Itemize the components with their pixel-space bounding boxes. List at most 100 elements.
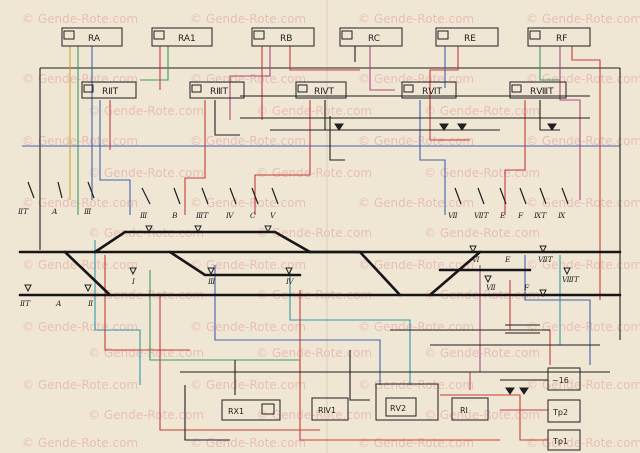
relay-label-ra: RA <box>88 34 101 44</box>
watermark: © Gende-Rote.com <box>256 104 373 118</box>
switch-contact <box>477 187 485 205</box>
wire-r4t <box>254 100 311 215</box>
switch-label: Ⅲ <box>83 207 92 216</box>
relay-row-second <box>81 81 567 99</box>
track-label: Ⅵ <box>472 255 480 264</box>
relay-label-rb: RB <box>280 34 292 44</box>
diode-feed <box>329 116 345 161</box>
switch-label: Ⅶ <box>448 211 458 220</box>
siding-track <box>93 230 312 254</box>
watermark: © Gende-Rote.com <box>88 104 205 118</box>
switch-label: Ⅴ <box>270 211 277 220</box>
switch-label: ⅡT <box>17 207 29 216</box>
track-label: F <box>523 283 530 292</box>
box-label-tp2: Tp2 <box>552 408 568 417</box>
track-layout <box>18 230 622 297</box>
signal-triangle <box>469 245 477 254</box>
watermark: © Gende-Rote.com <box>358 12 475 26</box>
signal-triangle <box>563 267 571 276</box>
relay-inner <box>385 397 417 417</box>
switch-label: E <box>499 211 506 220</box>
track-label: ⅦT <box>538 255 554 264</box>
relay-coil <box>297 84 308 93</box>
watermark: © Gende-Rote.com <box>358 378 475 392</box>
relay-box-rb <box>251 27 315 47</box>
wire-r8t-ink <box>539 100 560 131</box>
relay-label-r2t: RⅡT <box>102 87 119 97</box>
switch-contact <box>201 187 209 205</box>
relay-label-re: RE <box>464 34 476 44</box>
relay-row-top <box>61 27 591 47</box>
watermark: © Gende-Rote.com <box>526 378 640 392</box>
wire-rf-magenta <box>559 46 581 200</box>
relay-box-ri <box>451 397 489 421</box>
watermark: © Gende-Rote.com <box>526 320 640 334</box>
wire-rf-red <box>571 46 601 300</box>
diode <box>439 123 449 131</box>
watermark: © Gende-Rote.com <box>22 378 139 392</box>
relay-box-r8t <box>509 81 567 99</box>
ri-to-tp1 <box>440 394 548 441</box>
relay-coil <box>153 30 165 40</box>
watermark: © Gende-Rote.com <box>190 320 307 334</box>
switch-contact <box>173 187 181 205</box>
relay-coil <box>191 84 202 93</box>
relay-coil <box>341 30 353 40</box>
diode <box>334 123 344 131</box>
switch-label: A <box>51 207 58 216</box>
track-label: Ⅶ <box>486 283 496 292</box>
signal-triangle <box>145 225 153 234</box>
relay-coil <box>437 30 449 40</box>
signal-triangle <box>539 245 547 254</box>
signal-triangle <box>539 289 547 298</box>
wire-red-low-3 <box>299 290 500 441</box>
switch-label: ⅢT <box>195 211 209 220</box>
relay-label-ri: RⅠ <box>460 406 468 415</box>
watermark: © Gende-Rote.com <box>190 196 307 210</box>
relay-label-rx1: RX1 <box>228 407 244 416</box>
wire-magenta-low <box>469 265 481 390</box>
watermark: © Gende-Rote.com <box>526 196 640 210</box>
switch-contact <box>229 187 237 205</box>
relay-coil <box>253 30 265 40</box>
relay-label-r4t: RⅣT <box>314 87 335 97</box>
wire-green-low <box>149 270 301 385</box>
box-tp1 <box>547 429 581 451</box>
wire-red-right <box>509 280 551 365</box>
bottom-left-wire <box>184 385 230 441</box>
box-16 <box>547 367 581 391</box>
watermark: © Gende-Rote.com <box>190 134 307 148</box>
watermark: © Gende-Rote.com <box>358 134 475 148</box>
signal-triangle <box>24 284 32 293</box>
relay-box-rf <box>527 27 591 47</box>
switch-contacts <box>27 181 569 205</box>
wire-rb-magenta <box>229 46 271 120</box>
wire-rf-green <box>539 46 560 81</box>
watermark: © Gende-Rote.com <box>256 166 373 180</box>
relay-box-ra <box>61 27 123 47</box>
watermark: © Gende-Rote.com <box>526 258 640 272</box>
track-label: A <box>55 299 62 308</box>
box-label-tp1: Tp1 <box>552 437 568 446</box>
switch-labels: ⅡT A Ⅲ Ⅲ B ⅢT Ⅳ C Ⅴ Ⅶ ⅦT E F ⅨT Ⅸ <box>17 207 566 220</box>
relay-label-r6t: RⅥT <box>422 87 443 97</box>
relay-coil <box>511 84 522 93</box>
watermark: © Gende-Rote.com <box>424 346 541 360</box>
track-label: Ⅳ <box>285 277 295 286</box>
switch-label: ⅦT <box>474 211 490 220</box>
wire-r8t <box>504 100 526 215</box>
watermark: © Gende-Rote.com <box>190 258 307 272</box>
watermark: © Gende-Rote.com <box>22 196 139 210</box>
track-labels: ⅡT A Ⅱ Ⅰ Ⅲ Ⅳ Ⅵ E ⅦT Ⅶ F ⅧT <box>19 255 580 308</box>
diode <box>505 387 515 395</box>
relay-box-rx1 <box>221 399 281 421</box>
loop-track <box>168 250 302 277</box>
switch-contact <box>87 181 95 199</box>
relay-box-r2t <box>81 81 137 99</box>
diode <box>519 387 529 395</box>
wire-r3t <box>184 100 206 215</box>
relay-label-ra1: RA1 <box>178 34 196 44</box>
relay-box-r52 <box>375 383 439 421</box>
